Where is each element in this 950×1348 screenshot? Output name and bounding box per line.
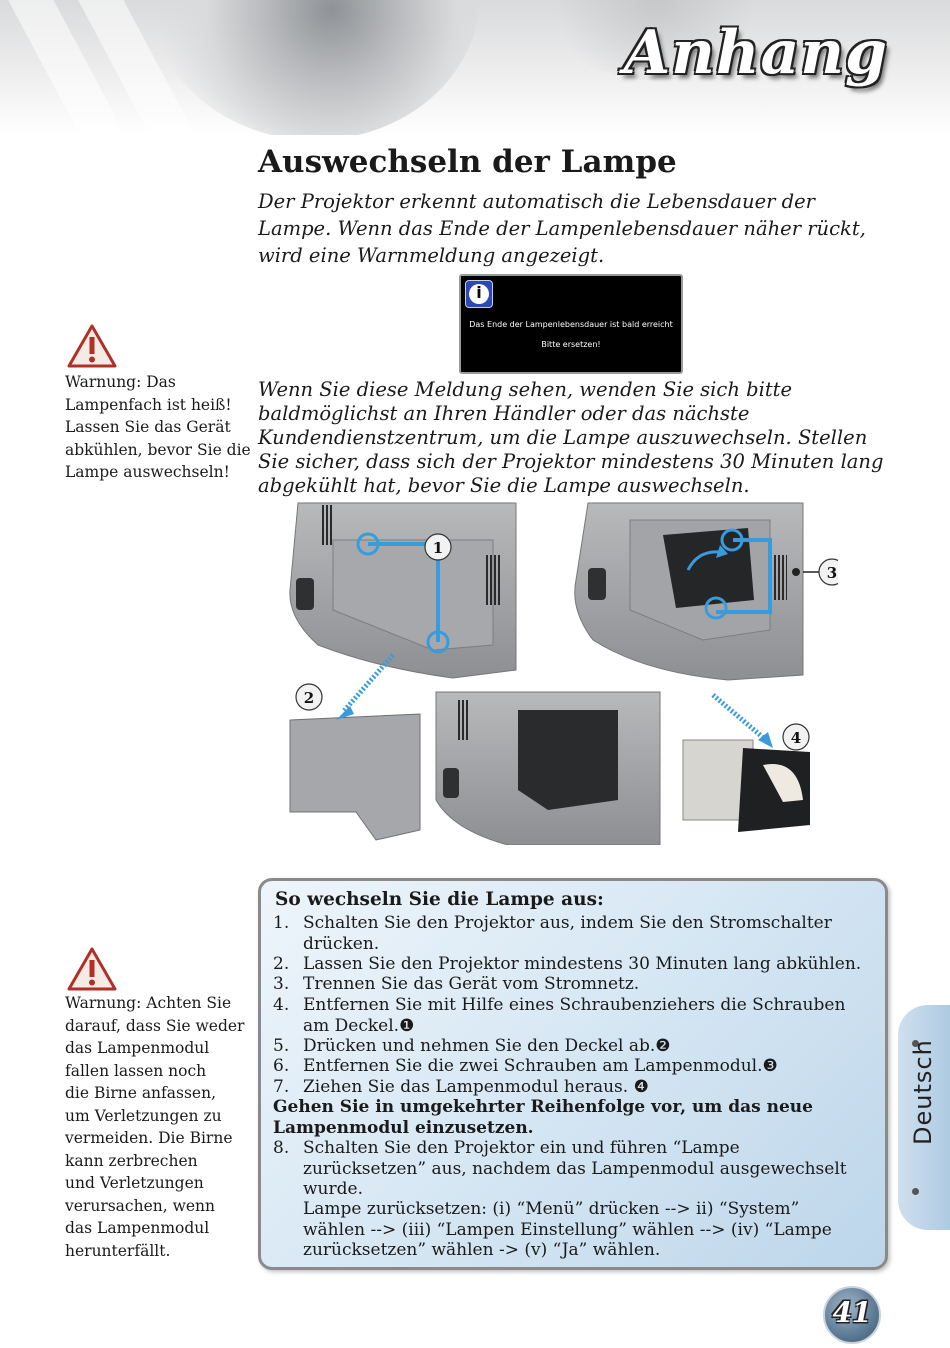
warning-heat: Warnung: Das Lampenfach ist heiß! Lassen… xyxy=(65,373,251,481)
language-label: Deutsch xyxy=(909,1039,937,1145)
step-2-open-photo xyxy=(435,691,661,845)
step-4-lamp-photo xyxy=(682,693,810,832)
tab-dot xyxy=(912,1188,919,1195)
callout-1-label: 1 xyxy=(433,539,443,557)
page-title: Auswechseln der Lampe xyxy=(258,144,677,180)
tab-dot xyxy=(912,1040,919,1047)
ref-3-icon: ❸ xyxy=(762,1056,778,1076)
step-8: 8.Schalten Sie den Projektor ein und füh… xyxy=(273,1138,847,1199)
step-4: 4.Entfernen Sie mit Hilfe eines Schraube… xyxy=(273,995,846,1036)
callout-2-label: 2 xyxy=(304,689,314,707)
message-line-1: Das Ende der Lampenlebensdauer ist bald … xyxy=(469,320,673,329)
ref-2-icon: ❷ xyxy=(655,1036,671,1056)
warning-lamp-handling: Warnung: Achten Sie darauf, dass Sie wed… xyxy=(65,994,245,1260)
lamp-reset-instructions: Lampe zurücksetzen: (i) “Menü” drücken -… xyxy=(303,1199,832,1260)
warning-icon xyxy=(67,324,117,368)
step-2-cover-photo xyxy=(289,653,421,841)
steps-title: So wechseln Sie die Lampe aus: xyxy=(275,889,604,910)
callout-4: 4 xyxy=(782,723,810,751)
step-7: 7.Ziehen Sie das Lampenmodul heraus. ❹ xyxy=(273,1077,649,1097)
step-3-photo xyxy=(574,502,838,681)
page-number: 41 xyxy=(832,1296,872,1329)
callout-3-label: 3 xyxy=(827,564,837,582)
lamp-replacement-figure: 1 3 2 4 xyxy=(289,502,838,845)
message-line-2: Bitte ersetzen! xyxy=(541,340,601,349)
header-banner xyxy=(0,0,950,135)
page-number-badge xyxy=(823,1286,881,1344)
step-3: 3.Trennen Sie das Gerät vom Stromnetz. xyxy=(273,974,640,994)
info-icon: i xyxy=(465,280,493,308)
chapter-title: Anhang xyxy=(623,18,888,88)
ref-4-icon: ❹ xyxy=(633,1077,649,1097)
step-2: 2.Lassen Sie den Projektor mindestens 30… xyxy=(273,954,862,974)
lens-graphic xyxy=(150,0,480,135)
lamp-warning-message: i Das Ende der Lampenlebensdauer ist bal… xyxy=(459,274,683,374)
step-1-photo xyxy=(289,502,517,679)
language-tab xyxy=(898,1005,950,1230)
step-1: 1.Schalten Sie den Projektor aus, indem … xyxy=(273,913,832,954)
intro-paragraph: Der Projektor erkennt automatisch die Le… xyxy=(258,190,866,267)
ref-1-icon: ❶ xyxy=(399,1015,415,1036)
steps-box: So wechseln Sie die Lampe aus: 1.Schalte… xyxy=(258,878,888,1270)
reverse-order-note: Gehen Sie in umgekehrter Reihenfolge vor… xyxy=(273,1097,813,1138)
step-5: 5.Drücken und nehmen Sie den Deckel ab.❷ xyxy=(273,1036,671,1056)
callout-2: 2 xyxy=(295,683,323,711)
warning-icon xyxy=(67,947,117,991)
callout-4-label: 4 xyxy=(791,729,801,747)
instruction-paragraph: Wenn Sie diese Meldung sehen, wenden Sie… xyxy=(258,378,884,497)
step-6: 6.Entfernen Sie die zwei Schrauben am La… xyxy=(273,1056,778,1076)
callout-1: 1 xyxy=(424,533,452,561)
callout-3: 3 xyxy=(818,558,838,586)
